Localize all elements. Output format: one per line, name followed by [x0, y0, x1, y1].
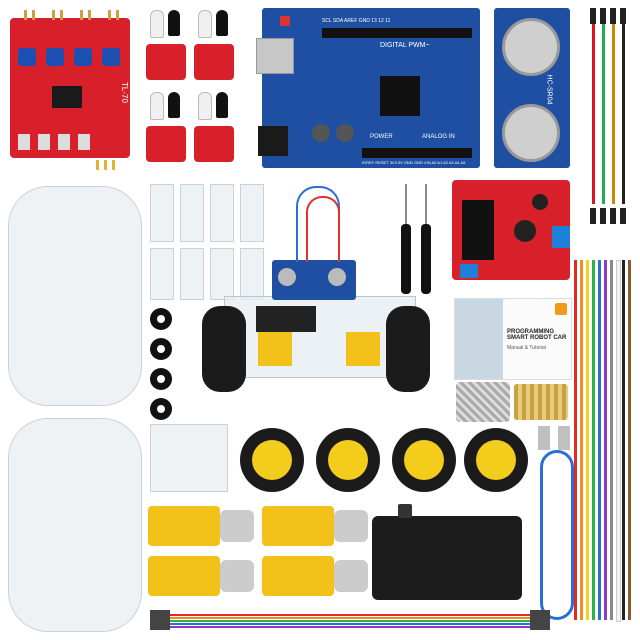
ir-sensor-icon: [194, 10, 234, 80]
manual-booklet: PROGRAMMING SMART ROBOT CAR Manual & Tut…: [454, 298, 572, 380]
gear-motor-housing: [220, 510, 254, 542]
line-tracking-module: TL-70: [10, 10, 130, 170]
screws-pack: [456, 382, 510, 422]
brass-spacers: [514, 384, 568, 420]
jumper-ribbon: [150, 606, 550, 634]
manual-title: PROGRAMMING SMART ROBOT CAR: [507, 329, 567, 341]
motor-driver-board: [452, 180, 570, 280]
ir-sensor-icon: [194, 92, 234, 162]
ultrasonic-model-label: HC-SR04: [545, 74, 553, 105]
jumper-wires-long: [572, 250, 632, 632]
bracket: [240, 184, 264, 242]
uno-power-label: POWER: [370, 134, 393, 140]
encoder-disc: [150, 308, 172, 330]
gear-motor: [148, 556, 220, 596]
chassis-plate-bottom: [8, 418, 142, 632]
bracket: [150, 248, 174, 300]
ir-sensor-icon: [146, 92, 186, 162]
wheel-hub: [404, 440, 444, 480]
gear-motor-housing: [334, 510, 368, 542]
bracket: [240, 248, 264, 300]
sensor-holder: [150, 424, 228, 492]
encoder-disc: [150, 338, 172, 360]
chassis-plate-top: [8, 186, 142, 406]
uno-pins-top-label: SCL SDA AREF GND 13 12 11: [322, 18, 391, 24]
gear-motor: [148, 506, 220, 546]
ir-sensor-icon: [146, 10, 186, 80]
encoder-disc: [150, 398, 172, 420]
ultrasonic-sensor: HC-SR04: [494, 8, 570, 168]
screwdriver-icon: [400, 184, 412, 294]
gear-motor: [262, 506, 334, 546]
uno-analog-label: ANALOG IN: [422, 134, 455, 140]
bracket: [180, 184, 204, 242]
gear-motor-housing: [220, 560, 254, 592]
uno-board: DIGITAL PWM~ SCL SDA AREF GND 13 12 11 P…: [256, 8, 480, 168]
bracket: [180, 248, 204, 300]
bracket: [210, 248, 234, 300]
uno-digital-label: DIGITAL PWM~: [380, 42, 430, 49]
encoder-disc: [150, 368, 172, 390]
line-tracker-label: TL-70: [119, 82, 129, 103]
uno-pins-bottom-label: IOREF RESET 3V3 5V GND GND VIN A0 A1 A2 …: [362, 160, 466, 165]
assembled-robot-car: [196, 186, 436, 416]
usb-cable-icon: [532, 426, 582, 626]
battery-box-icon: [372, 504, 522, 600]
bracket: [150, 184, 174, 242]
manual-subtitle: Manual & Tutorial: [507, 345, 546, 351]
jumper-wires-short: [588, 8, 628, 228]
gear-motor: [262, 556, 334, 596]
wheel-hub: [476, 440, 516, 480]
wheel-hub: [252, 440, 292, 480]
gear-motor-housing: [334, 560, 368, 592]
screwdriver-icon: [420, 184, 432, 294]
bracket: [210, 184, 234, 242]
wheel-hub: [328, 440, 368, 480]
